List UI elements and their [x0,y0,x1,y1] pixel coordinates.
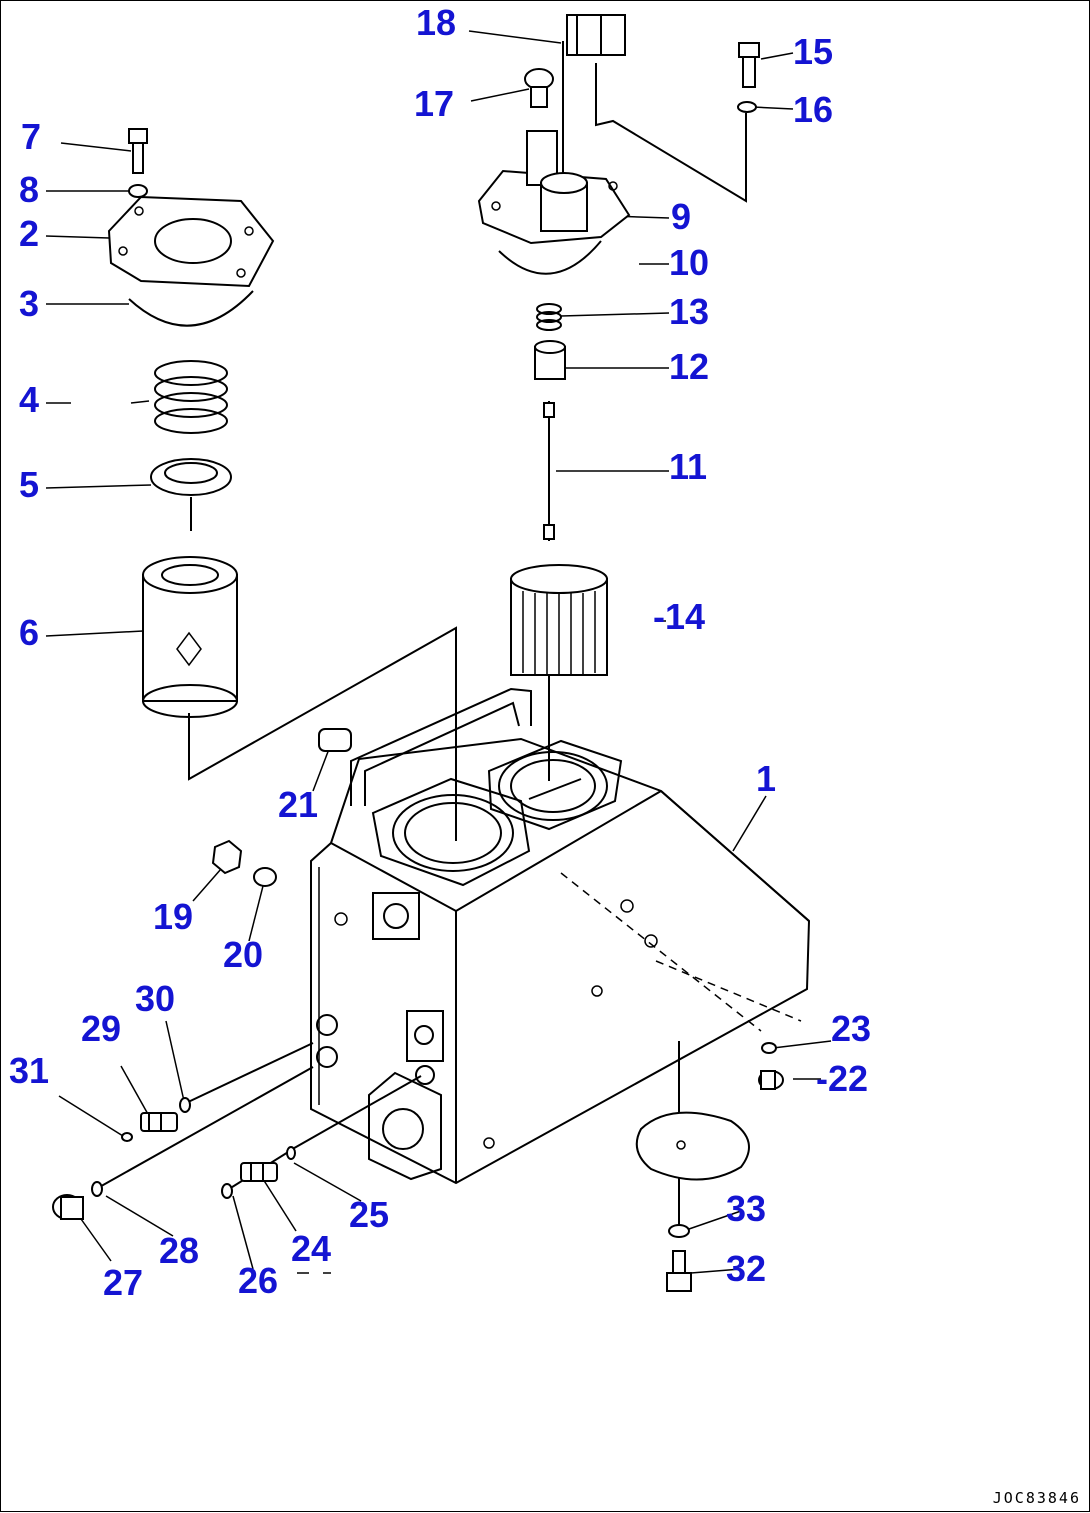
plug-27 [52,1194,84,1220]
o-ring-30 [179,1097,191,1113]
element-14 [510,564,608,676]
callout-19: 19 [153,896,194,937]
callout-28: 28 [159,1230,200,1271]
plug-22 [758,1070,784,1090]
callout-33: 33 [726,1188,767,1229]
callout-4: 4 [19,379,40,420]
callout-18: 18 [416,2,457,43]
assembly-lines [95,41,747,1229]
callout-13: 13 [669,291,710,332]
valve-12 [534,340,566,380]
callout-29: 29 [81,1008,122,1049]
cover-2 [107,195,275,288]
bolt-32 [666,1250,692,1292]
element-6 [142,556,238,718]
callout-1: 1 [756,758,777,799]
callout-30: 30 [135,978,176,1019]
callout-17: 17 [414,83,455,124]
switch-24 [240,1162,278,1182]
o-ring-25 [286,1146,296,1160]
o-ring-28 [91,1181,103,1197]
callout-8: 8 [19,169,40,210]
callout-22: -22 [816,1058,869,1099]
leader-lines [45,30,832,1274]
callout-3: 3 [19,283,40,324]
callout-20: 20 [223,934,264,975]
callout-2: 2 [19,213,40,254]
washer-8 [128,184,148,198]
washer-16 [737,101,757,113]
spring-4 [154,360,228,434]
callout-6: 6 [19,612,40,653]
washer-31 [121,1132,133,1142]
valve-17 [524,68,554,108]
callout-15: 15 [793,31,834,72]
callout-32: 32 [726,1248,767,1289]
o-ring-20 [253,867,277,887]
callout-14: -14 [653,596,706,637]
switch-29 [140,1112,178,1132]
callout-24: 24 [291,1228,332,1269]
callout-27: 27 [103,1262,144,1303]
o-ring-23 [761,1042,777,1054]
drawing-code: JOC83846 [992,1489,1081,1507]
rod-11 [543,401,555,541]
nut-19 [211,839,243,875]
callout-31: 31 [9,1050,50,1091]
callout-25: 25 [349,1194,390,1235]
callout-26: 26 [238,1260,279,1301]
hydraulic-tank [310,687,811,1185]
bolt-15 [738,42,760,88]
o-ring-10 [498,240,602,275]
valve-5 [150,458,232,531]
plate-bottom [635,1111,750,1181]
cap-18 [566,14,626,56]
callout-5: 5 [19,464,40,505]
callout-21: 21 [278,784,319,825]
washer-33 [668,1224,690,1238]
callout-9: 9 [671,196,692,237]
bolt-7 [128,128,148,174]
cover-9 [477,130,631,245]
callout-12: 12 [669,346,710,387]
callout-11: 11 [669,446,708,487]
callout-10: 10 [669,242,710,283]
callout-23: 23 [831,1008,872,1049]
o-ring-26 [221,1183,233,1199]
callout-16: 16 [793,89,834,130]
plug-21 [318,728,352,752]
spring-13 [536,303,562,331]
callout-7: 7 [21,116,42,157]
plate-hole [676,1140,686,1150]
o-ring-3 [128,290,254,327]
